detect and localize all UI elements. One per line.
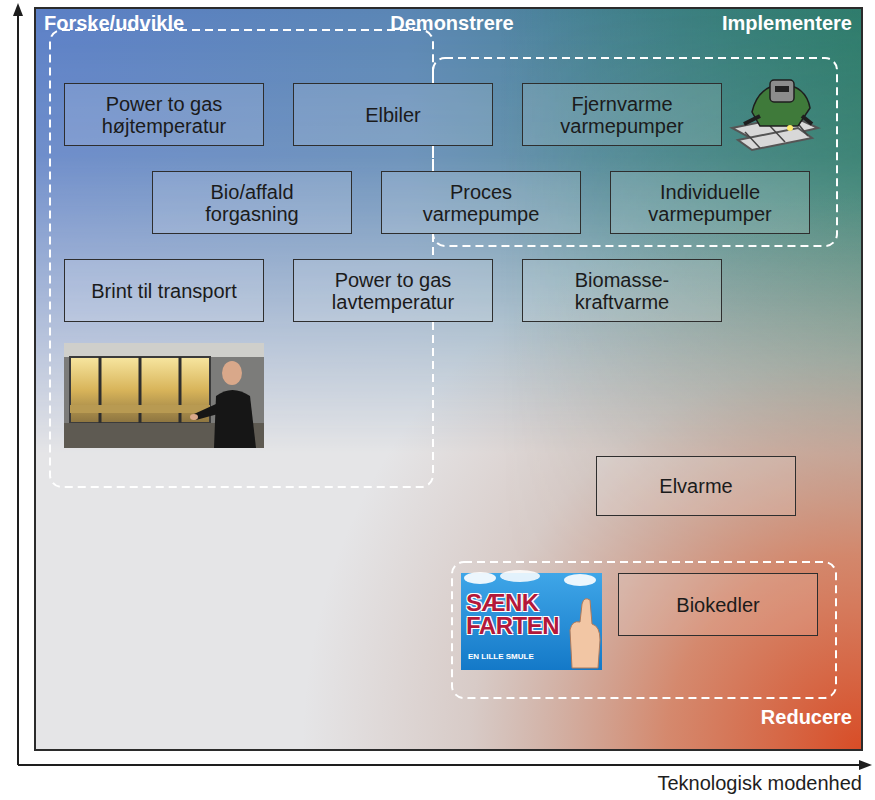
axis-label: Teknologisk modenhed (657, 772, 862, 795)
technology-box: Brint til transport (64, 259, 264, 322)
stage-heading: Reducere (761, 706, 852, 729)
sign-subtext: EN LILLE SMULE (468, 652, 534, 661)
sign-text: SÆNK FARTEN (466, 592, 562, 638)
technology-box: Biokedler (618, 573, 818, 636)
technology-box: Biomasse-kraftvarme (522, 259, 722, 322)
technology-name: Proces varmepumpe (399, 181, 564, 225)
technology-name: Individuelle varmepumper (628, 181, 793, 225)
technology-name: Brint til transport (91, 280, 237, 302)
technology-box: Power to gas højtemperatur (64, 83, 264, 146)
technology-box: Power to gas lavtemperatur (293, 259, 493, 322)
technology-name: Fjernvarme varmepumper (540, 93, 705, 137)
technology-name: Elbiler (365, 104, 421, 126)
technology-box: Fjernvarme varmepumper (522, 83, 722, 146)
stage-heading: Implementere (722, 12, 852, 35)
technology-name: Elvarme (659, 475, 732, 497)
technology-name: Biokedler (676, 594, 759, 616)
stage-heading: Forske/udvikle (44, 12, 184, 35)
technology-name: Biomasse-kraftvarme (552, 269, 692, 313)
technology-box: Elbiler (293, 83, 493, 146)
stage-heading: Demonstrere (390, 12, 513, 35)
technology-box: Bio/affald forgasning (152, 171, 352, 234)
technology-name: Bio/affald forgasning (170, 181, 335, 225)
technology-box: Elvarme (596, 456, 796, 516)
technology-box: Proces varmepumpe (381, 171, 581, 234)
technology-name: Power to gas højtemperatur (82, 93, 247, 137)
technology-box: Individuelle varmepumper (610, 171, 810, 234)
technology-name: Power to gas lavtemperatur (311, 269, 476, 313)
